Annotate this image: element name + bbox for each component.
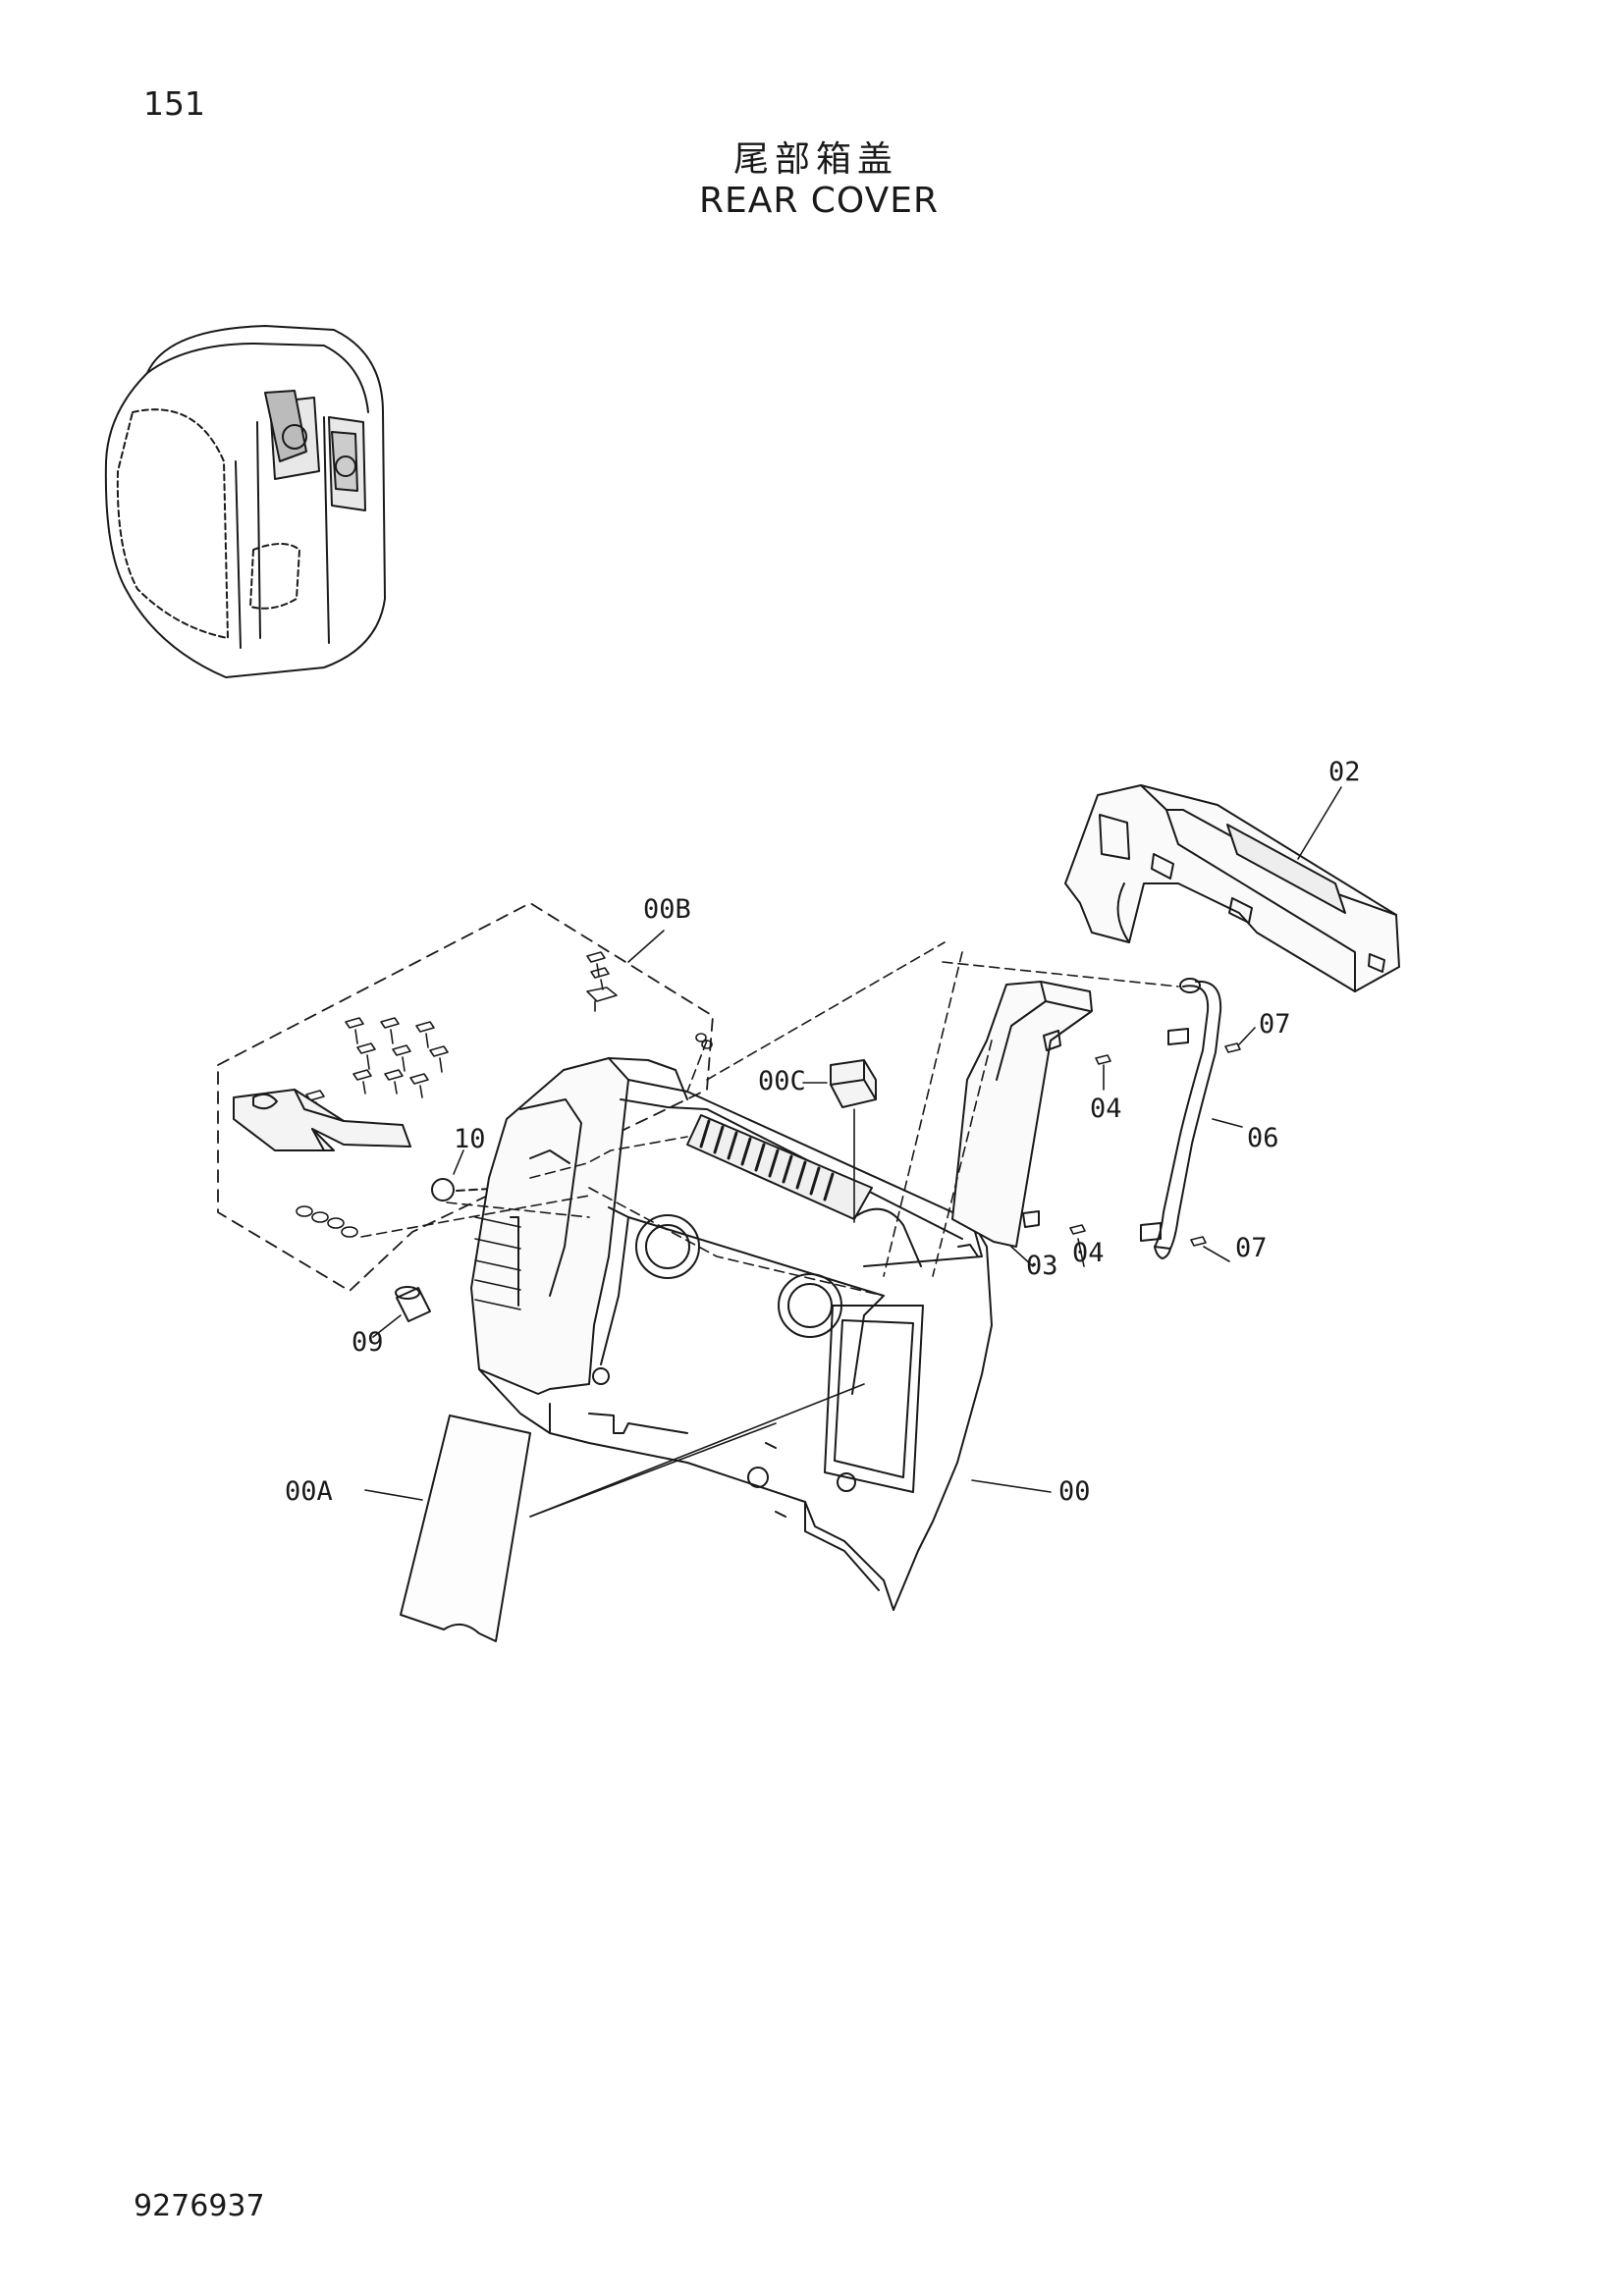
hose-06-illustration [1140,978,1222,1259]
callout-06: 06 [1247,1123,1279,1153]
main-rear-cover-illustration [470,1057,993,1611]
leader-lines [360,786,1342,1518]
callout-00: 00 [1058,1476,1091,1507]
callout-07-lower: 07 [1235,1233,1268,1263]
callout-00c: 00C [758,1066,806,1096]
callout-09: 09 [352,1327,384,1358]
handle-00c-illustration [830,1059,877,1108]
title-chinese: 尾部箱盖 [732,139,898,180]
bolt-kit-illustration [233,951,713,1238]
callout-07-upper: 07 [1259,1009,1291,1040]
callout-10: 10 [454,1124,486,1154]
title-english: REAR COVER [698,181,940,221]
callout-00a: 00A [285,1476,333,1507]
callout-04-lower: 04 [1072,1238,1105,1268]
callout-00b: 00B [643,894,691,925]
callout-04-upper: 04 [1090,1094,1122,1124]
duct-02-illustration [1064,784,1400,992]
small-bolts-illustration [1069,1042,1241,1247]
roller-09-illustration [395,1286,431,1322]
fastener-group-boundary [217,902,714,1292]
document-number: 9276937 [134,2189,265,2223]
filler-panel-illustration [400,1415,531,1642]
callout-03: 03 [1026,1251,1058,1281]
side-panel-03-illustration [951,981,1093,1248]
cab-overview-illustration [104,325,386,678]
page-number: 151 [143,84,205,123]
callout-02: 02 [1328,757,1361,787]
part-callouts: 02 00B 07 00C 04 06 10 04 07 03 09 00A 0… [285,757,1361,1507]
